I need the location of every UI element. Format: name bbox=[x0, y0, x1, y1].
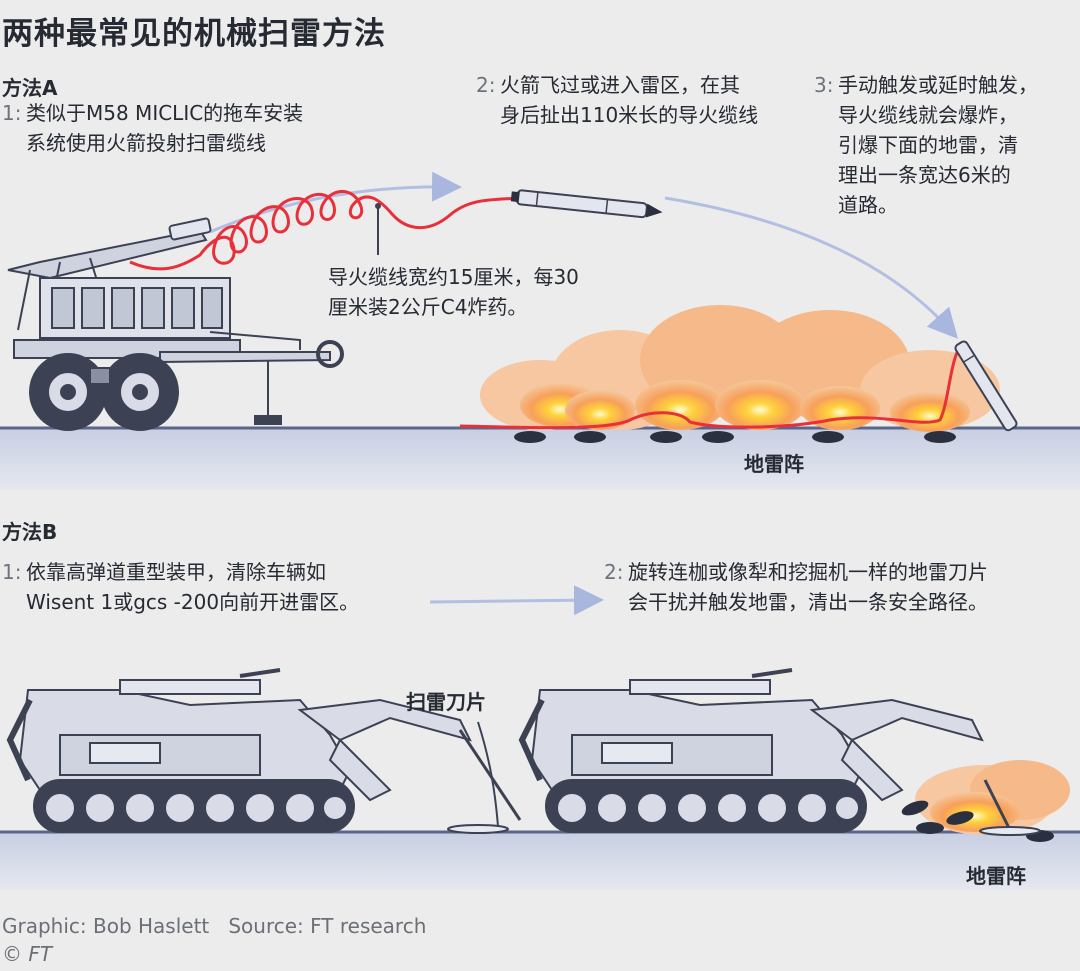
callout-line: 厘米装2公斤C4炸药。 bbox=[328, 295, 528, 319]
step-text-line: 火箭飞过或进入雷区，在其 bbox=[500, 73, 740, 97]
step-text-line: 依靠高弹道重型装甲，清除车辆如 bbox=[26, 560, 326, 584]
method-b-heading: 方法B bbox=[2, 520, 58, 544]
step-text-line: Wisent 1或gcs -200向前开进雷区。 bbox=[26, 590, 360, 614]
step-number: 2: bbox=[604, 560, 624, 584]
step-text-line: 道路。 bbox=[838, 193, 898, 217]
step-text-line: 手动触发或延时触发， bbox=[838, 73, 1038, 97]
fuse-line bbox=[129, 190, 521, 271]
blade-leader bbox=[477, 721, 499, 827]
callout-line: 导火缆线宽约15厘米，每30 bbox=[328, 265, 579, 289]
blade-label: 扫雷刀片 bbox=[406, 690, 486, 714]
step-text-line: 类似于M58 MICLIC的拖车安装 bbox=[26, 101, 304, 125]
armored-vehicle-2 bbox=[518, 668, 984, 833]
step-number: 1: bbox=[2, 560, 22, 584]
step-text-line: 旋转连枷或像犁和挖掘机一样的地雷刀片 bbox=[628, 560, 988, 584]
method-a-step-3: 3: 手动触发或延时触发， 导火缆线就会爆炸， 引爆下面的地雷，清 理出一条宽达… bbox=[814, 70, 1038, 220]
landed-rocket bbox=[954, 340, 1018, 432]
step-text-line: 引爆下面的地雷，清 bbox=[838, 133, 1018, 157]
method-a-heading: 方法A bbox=[2, 76, 58, 100]
minefield-label-b: 地雷阵 bbox=[966, 864, 1026, 888]
armored-vehicle-1 bbox=[6, 668, 522, 834]
step-text-line: 导火缆线就会爆炸， bbox=[838, 103, 1018, 127]
step-number: 3: bbox=[814, 73, 834, 97]
method-b-step-2: 2: 旋转连枷或像犁和挖掘机一样的地雷刀片 会干扰并触发地雷，清出一条安全路径。 bbox=[604, 557, 988, 617]
step-number: 1: bbox=[2, 101, 22, 125]
method-a-step-1: 1: 类似于M58 MICLIC的拖车安装 系统使用火箭投射扫雷缆线 bbox=[2, 98, 303, 158]
step-text-line: 会干扰并触发地雷，清出一条安全路径。 bbox=[628, 590, 988, 614]
mines-a bbox=[514, 431, 956, 443]
step-number: 2: bbox=[476, 73, 496, 97]
step-text-line: 身后扯出110米长的导火缆线 bbox=[500, 103, 759, 127]
explosion-a bbox=[480, 305, 1000, 432]
method-b-step-1: 1: 依靠高弹道重型装甲，清除车辆如 Wisent 1或gcs -200向前开进… bbox=[2, 557, 359, 617]
step-text-line: 系统使用火箭投射扫雷缆线 bbox=[26, 131, 266, 155]
page-title: 两种最常见的机械扫雷方法 bbox=[2, 16, 386, 52]
trailer-launcher bbox=[7, 217, 344, 431]
rocket bbox=[510, 189, 663, 219]
rocket-flight-arrow bbox=[209, 171, 462, 234]
rocket-descent-arrow bbox=[664, 196, 959, 339]
fuse-on-ground bbox=[459, 340, 966, 430]
ground-b bbox=[0, 830, 1080, 890]
step-b-arrow bbox=[429, 585, 604, 616]
fuse-callout: 导火缆线宽约15厘米，每30 厘米装2公斤C4炸药。 bbox=[328, 262, 579, 322]
footer-copyright: © FT bbox=[2, 942, 53, 966]
step-text-line: 理出一条宽达6米的 bbox=[838, 163, 1011, 187]
minefield-label-a: 地雷阵 bbox=[744, 452, 804, 476]
footer-credit: Graphic: Bob Haslett Source: FT research bbox=[2, 914, 427, 938]
method-a-step-2: 2: 火箭飞过或进入雷区，在其 身后扯出110米长的导火缆线 bbox=[476, 70, 758, 130]
